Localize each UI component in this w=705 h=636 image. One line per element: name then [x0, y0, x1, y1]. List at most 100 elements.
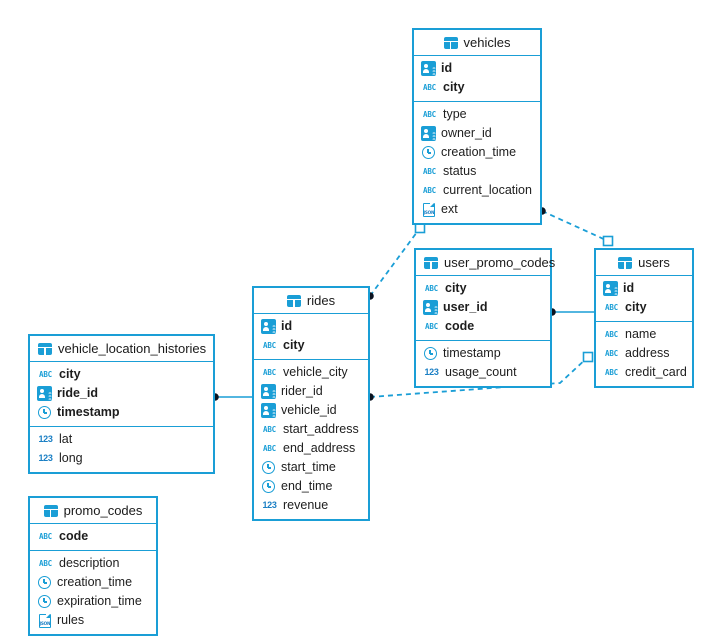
- relationship-square-marker: [602, 235, 614, 247]
- column-name: name: [625, 327, 657, 342]
- number-icon: 123: [38, 453, 53, 463]
- column-row[interactable]: owner_id: [414, 124, 540, 143]
- column-name: user_id: [443, 300, 488, 315]
- abc-icon: ABC: [425, 284, 438, 293]
- column-name: ride_id: [57, 386, 98, 401]
- table-title[interactable]: vehicle_location_histories: [30, 336, 213, 362]
- column-row[interactable]: expiration_time: [30, 592, 156, 611]
- number-icon: 123: [424, 367, 439, 377]
- table-title[interactable]: users: [596, 250, 692, 276]
- table-title[interactable]: vehicles: [414, 30, 540, 56]
- column-row[interactable]: id: [414, 59, 540, 78]
- column-row[interactable]: rules: [30, 611, 156, 630]
- column-row[interactable]: timestamp: [416, 344, 550, 363]
- column-row[interactable]: creation_time: [30, 573, 156, 592]
- column-row[interactable]: timestamp: [30, 403, 213, 422]
- table-name: users: [638, 255, 670, 270]
- column-name: revenue: [283, 498, 329, 513]
- column-row[interactable]: ABC city: [30, 365, 213, 384]
- column-name: current_location: [443, 183, 532, 198]
- column-name: timestamp: [443, 346, 501, 361]
- column-row[interactable]: id: [596, 279, 692, 298]
- column-row[interactable]: end_time: [254, 477, 368, 496]
- column-name: creation_time: [441, 145, 517, 160]
- table-name: user_promo_codes: [444, 255, 556, 270]
- table-title[interactable]: user_promo_codes: [416, 250, 555, 276]
- column-name: city: [283, 338, 305, 353]
- column-name: city: [445, 281, 467, 296]
- column-name: lat: [59, 432, 73, 447]
- table-title[interactable]: rides: [254, 288, 368, 314]
- column-row[interactable]: ride_id: [30, 384, 213, 403]
- column-name: creation_time: [57, 575, 133, 590]
- abc-icon: ABC: [605, 330, 618, 339]
- column-row[interactable]: user_id: [416, 298, 550, 317]
- column-name: id: [441, 61, 453, 76]
- column-name: address: [625, 346, 670, 361]
- key-icon: [421, 61, 436, 76]
- number-icon: 123: [38, 434, 53, 444]
- column-row[interactable]: rider_id: [254, 382, 368, 401]
- table-icon: [424, 256, 438, 269]
- column-row[interactable]: id: [254, 317, 368, 336]
- column-name: rules: [57, 613, 85, 628]
- column-row[interactable]: creation_time: [414, 143, 540, 162]
- column-name: ext: [441, 202, 458, 217]
- column-row[interactable]: 123 lat: [30, 430, 213, 449]
- column-row[interactable]: ext: [414, 200, 540, 219]
- relationship-square-marker: [582, 351, 594, 363]
- column-row[interactable]: ABC name: [596, 325, 692, 344]
- column-name: end_time: [281, 479, 333, 494]
- relationship-vehicles-users: [538, 207, 614, 247]
- abc-icon: ABC: [605, 303, 618, 312]
- column-name: city: [59, 367, 81, 382]
- table-icon: [286, 294, 301, 307]
- column-name: id: [281, 319, 293, 334]
- clock-icon: [422, 146, 435, 159]
- column-name: end_address: [283, 441, 356, 456]
- abc-icon: ABC: [263, 341, 276, 350]
- json-icon: [422, 202, 435, 217]
- table-title[interactable]: promo_codes: [30, 498, 156, 524]
- column-row[interactable]: ABC city: [416, 279, 550, 298]
- key-icon: [261, 319, 276, 334]
- abc-icon: ABC: [39, 370, 52, 379]
- abc-icon: ABC: [263, 368, 276, 377]
- table-icon: [443, 36, 458, 49]
- clock-icon: [38, 576, 51, 589]
- table-icon: [38, 342, 52, 355]
- column-name: type: [443, 107, 467, 122]
- column-row[interactable]: vehicle_id: [254, 401, 368, 420]
- column-row[interactable]: ABC city: [254, 336, 368, 355]
- column-row[interactable]: start_time: [254, 458, 368, 477]
